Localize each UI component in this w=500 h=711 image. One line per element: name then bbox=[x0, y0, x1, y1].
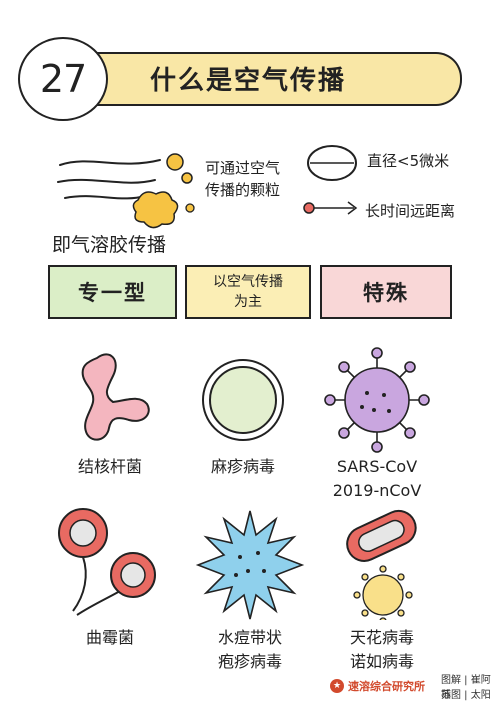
chapter-number: 27 bbox=[18, 37, 108, 121]
section-heading: 即气溶胶传播 bbox=[52, 234, 167, 256]
airborne-particles-illustration bbox=[57, 153, 195, 229]
diameter-icon bbox=[307, 145, 357, 181]
tuberculosis-bacillus-illustration bbox=[81, 353, 150, 441]
distance-arrow-icon bbox=[303, 201, 358, 215]
category-specific: 专一型 bbox=[48, 265, 177, 319]
coronavirus-illustration bbox=[324, 347, 430, 453]
category-mainly-air: 以空气传播 为主 bbox=[185, 265, 311, 319]
label-measles: 麻疹病毒 bbox=[210, 457, 275, 476]
category-special: 特殊 bbox=[320, 265, 452, 319]
title-banner bbox=[60, 52, 462, 106]
drawing-credit: 插图 | 太阳 bbox=[441, 690, 491, 701]
measles-virus-illustration bbox=[202, 359, 284, 441]
label-smallpox-norovirus: 天花病毒 诺如病毒 bbox=[349, 628, 414, 671]
smallpox-virus-illustration bbox=[346, 509, 417, 620]
diameter-text: 直径<5微米 bbox=[367, 152, 450, 170]
label-varicella: 水痘带状 疱疹病毒 bbox=[217, 628, 282, 671]
label-tuberculosis: 结核杆菌 bbox=[77, 457, 142, 476]
distance-text: 长时间远距离 bbox=[365, 202, 456, 220]
illustrator-credit: 图解 | 崔阿苏 bbox=[441, 675, 491, 701]
page-title: 什么是空气传播 bbox=[150, 66, 347, 96]
organization-logo-icon: ★ bbox=[330, 679, 344, 693]
particle-description: 可通过空气 传播的颗粒 bbox=[205, 159, 281, 199]
aspergillus-illustration bbox=[58, 508, 156, 616]
organization-badge: ★ 速溶综合研究所 bbox=[330, 678, 425, 694]
varicella-virus-illustration bbox=[195, 510, 305, 620]
label-coronavirus: SARS-CoV 2019-nCoV bbox=[332, 457, 422, 500]
label-aspergillus: 曲霉菌 bbox=[85, 628, 134, 647]
